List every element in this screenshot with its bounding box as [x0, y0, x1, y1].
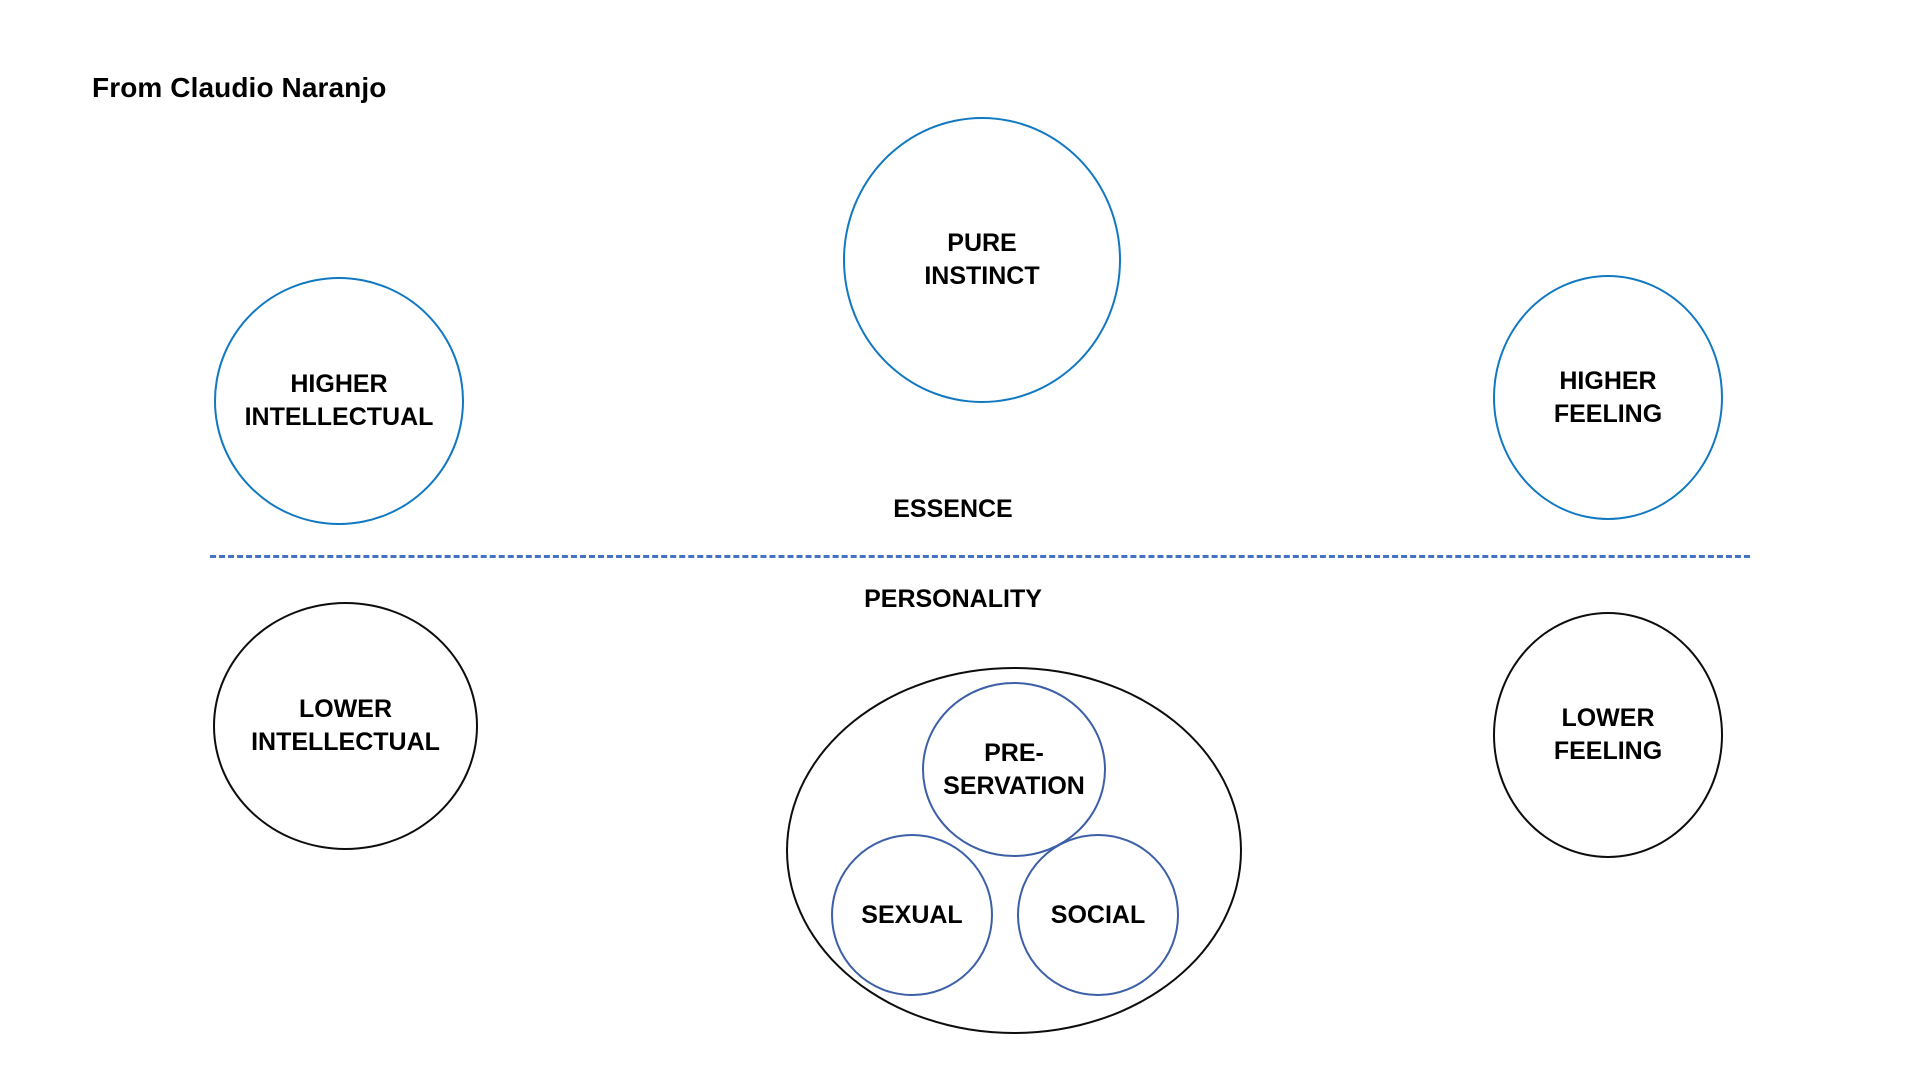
circle-higher-feeling[interactable]: HIGHER FEELING: [1493, 275, 1723, 520]
page-title: From Claudio Naranjo: [92, 72, 387, 103]
circle-sexual-label: SEXUAL: [861, 900, 963, 929]
circle-preservation[interactable]: PRE- SERVATION: [922, 682, 1106, 857]
circle-higher-intellectual-label: HIGHER INTELLECTUAL: [244, 370, 434, 431]
circle-pure-instinct-label: PURE INSTINCT: [924, 229, 1040, 290]
ellipse-personality-instincts[interactable]: [786, 667, 1242, 1034]
band-label-essence: ESSENCE: [893, 495, 1013, 523]
circle-social-label: SOCIAL: [1050, 900, 1146, 929]
circle-lower-feeling[interactable]: LOWER FEELING: [1493, 612, 1723, 858]
band-label-personality: PERSONALITY: [864, 585, 1042, 613]
circle-sexual[interactable]: SEXUAL: [831, 834, 993, 996]
circle-pure-instinct[interactable]: PURE INSTINCT: [843, 117, 1121, 403]
essence-personality-divider: [210, 555, 1750, 558]
circle-lower-intellectual[interactable]: LOWER INTELLECTUAL: [213, 602, 478, 850]
circle-higher-intellectual[interactable]: HIGHER INTELLECTUAL: [214, 277, 464, 525]
circle-social[interactable]: SOCIAL: [1017, 834, 1179, 996]
circle-lower-intellectual-label: LOWER INTELLECTUAL: [251, 695, 440, 756]
circle-lower-feeling-label: LOWER FEELING: [1553, 704, 1663, 765]
circle-preservation-label: PRE- SERVATION: [943, 738, 1085, 800]
circle-higher-feeling-label: HIGHER FEELING: [1553, 366, 1663, 428]
